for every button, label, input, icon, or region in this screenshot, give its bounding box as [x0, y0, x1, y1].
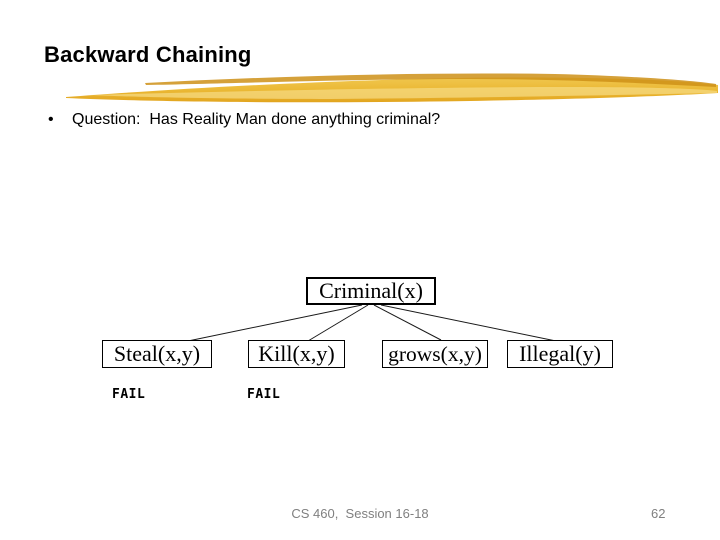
bullet-item: • Question: Has Reality Man done anythin…	[48, 110, 440, 130]
fail-label-kill: FAIL	[247, 387, 281, 402]
page-number: 62	[651, 506, 666, 521]
title-highlight-stroke-icon	[66, 73, 718, 103]
bullet-icon: •	[48, 111, 54, 128]
tree-edges	[187, 304, 557, 342]
footer-course: CS 460, Session 16-18	[291, 506, 429, 521]
tree-node-steal: Steal(x,y)	[102, 340, 212, 368]
tree-node-grows: grows(x,y)	[382, 340, 488, 368]
tree-node-kill: Kill(x,y)	[248, 340, 345, 368]
slide-title: Backward Chaining	[44, 42, 252, 67]
fail-label-steal: FAIL	[112, 387, 146, 402]
tree-node-criminal: Criminal(x)	[306, 277, 436, 305]
bullet-text: Question: Has Reality Man done anything …	[72, 111, 441, 128]
tree-node-illegal: Illegal(y)	[507, 340, 613, 368]
